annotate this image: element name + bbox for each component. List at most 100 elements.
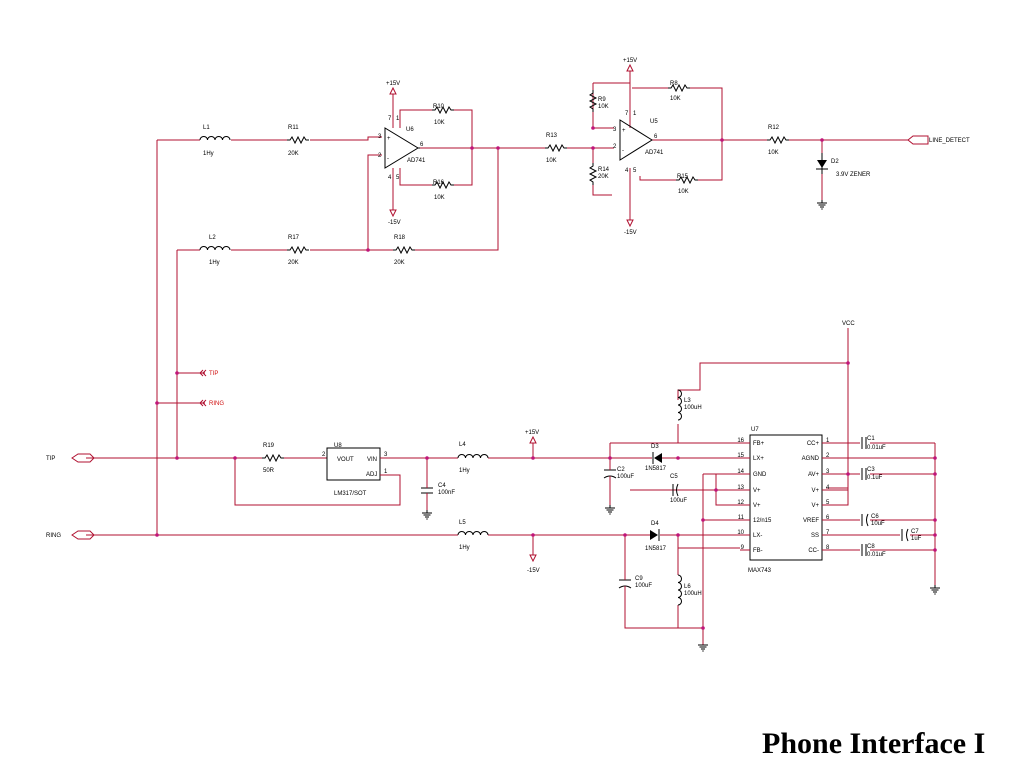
u7-pin-number: 11 xyxy=(738,515,745,521)
svg-text:R10: R10 xyxy=(433,104,445,110)
svg-text:R12: R12 xyxy=(768,125,780,131)
svg-text:L2: L2 xyxy=(209,235,216,241)
svg-text:MAX743: MAX743 xyxy=(748,568,772,574)
svg-text:10K: 10K xyxy=(670,96,681,102)
svg-text:100nF: 100nF xyxy=(438,490,455,496)
svg-text:LINE_DETECT: LINE_DETECT xyxy=(929,138,970,144)
resistor-r18: R18 20K xyxy=(392,235,416,266)
u7-pin-name: V+ xyxy=(753,503,761,509)
svg-text:0.1uF: 0.1uF xyxy=(867,475,883,481)
capacitor-c6: C6 10uF xyxy=(861,513,885,527)
svg-text:C8: C8 xyxy=(867,544,875,550)
u7-pin-number: 3 xyxy=(826,469,830,475)
svg-text:+: + xyxy=(622,128,626,134)
diode-d3: D3 1N5817 xyxy=(645,444,667,472)
svg-text:20K: 20K xyxy=(598,174,609,180)
rail-neg15-ring: -15V xyxy=(527,554,540,574)
svg-text:L4: L4 xyxy=(459,442,466,448)
svg-text:L5: L5 xyxy=(459,520,466,526)
capacitor-c3: C3 0.1uF xyxy=(861,467,883,481)
capacitor-c2: C2 100uF xyxy=(603,467,634,480)
svg-text:4: 4 xyxy=(625,168,629,174)
svg-text:TIP: TIP xyxy=(209,371,218,377)
svg-text:C6: C6 xyxy=(871,514,879,520)
svg-text:AD741: AD741 xyxy=(407,158,426,164)
rail-neg15-u5: -15V xyxy=(624,219,637,236)
capacitor-c8: C8 0.01uF xyxy=(861,544,886,558)
resistor-r11: R11 20K xyxy=(286,125,310,157)
u7-pin-name: 12/n15 xyxy=(753,518,772,524)
u7-pin-number: 1 xyxy=(826,438,830,444)
svg-text:1: 1 xyxy=(633,111,637,117)
svg-text:2: 2 xyxy=(322,452,326,458)
svg-text:ADJ: ADJ xyxy=(366,472,377,478)
svg-text:C9: C9 xyxy=(635,576,643,582)
inductor-l3: L3 100uH xyxy=(677,389,702,421)
rail-pos15-u5: +15V xyxy=(623,58,637,72)
svg-text:U6: U6 xyxy=(406,127,414,133)
svg-text:+: + xyxy=(387,136,391,142)
u7-pin-number: 5 xyxy=(826,500,830,506)
inductor-l5: L5 1Hy xyxy=(457,520,489,551)
svg-text:C3: C3 xyxy=(867,467,875,473)
svg-text:1uF: 1uF xyxy=(911,536,922,542)
u7-pin-name: V+ xyxy=(753,488,761,494)
zener-d2: D2 3.9V ZENER xyxy=(816,153,871,178)
capacitor-c9: C9 100uF xyxy=(618,576,652,590)
svg-text:1N5817: 1N5817 xyxy=(645,466,667,472)
svg-text:L1: L1 xyxy=(203,125,210,131)
svg-text:10uF: 10uF xyxy=(871,521,885,527)
port-tip-out: TIP xyxy=(199,369,218,377)
svg-text:3: 3 xyxy=(378,134,382,140)
svg-text:D4: D4 xyxy=(651,521,659,527)
resistor-r19: R19 50R xyxy=(261,443,285,474)
svg-text:10K: 10K xyxy=(598,104,609,110)
u7-pin-name: V+ xyxy=(811,488,819,494)
u7-left-leads xyxy=(740,442,750,551)
svg-text:L6: L6 xyxy=(684,584,691,590)
svg-text:0.01uF: 0.01uF xyxy=(867,552,886,558)
capacitor-c1: C1 0.01uF xyxy=(861,436,886,451)
u7-pin-name: LX- xyxy=(753,533,762,539)
svg-text:-: - xyxy=(622,148,624,154)
port-ring-in: RING xyxy=(46,530,95,540)
capacitor-c4: C4 100nF xyxy=(421,483,455,497)
svg-text:R11: R11 xyxy=(288,125,299,131)
svg-text:-: - xyxy=(387,156,389,162)
svg-text:D3: D3 xyxy=(651,444,659,450)
u7-pin-number: 16 xyxy=(737,438,744,444)
svg-text:+15V: +15V xyxy=(525,430,539,436)
u7-right-leads xyxy=(822,442,826,551)
svg-text:VOUT: VOUT xyxy=(337,457,354,463)
resistor-r8: R8 10K xyxy=(667,81,691,102)
svg-text:C2: C2 xyxy=(617,467,625,473)
rail-pos15-u6: +15V xyxy=(386,81,400,95)
svg-text:R17: R17 xyxy=(288,235,300,241)
svg-text:4: 4 xyxy=(388,175,392,181)
u7-pin-number: 9 xyxy=(741,545,745,551)
svg-text:3.9V ZENER: 3.9V ZENER xyxy=(836,172,871,178)
svg-text:100uH: 100uH xyxy=(684,591,702,597)
svg-text:10K: 10K xyxy=(434,120,445,126)
resistor-r10: R10 10K xyxy=(431,104,455,126)
inductor-l1: L1 1Hy xyxy=(199,125,231,157)
svg-text:2: 2 xyxy=(378,153,382,159)
svg-text:10K: 10K xyxy=(434,195,445,201)
svg-text:6: 6 xyxy=(420,142,424,148)
resistor-r9: R9 10K xyxy=(589,89,609,113)
svg-text:100uF: 100uF xyxy=(635,583,652,589)
svg-text:7: 7 xyxy=(388,116,392,122)
svg-text:3: 3 xyxy=(384,452,388,458)
svg-text:L3: L3 xyxy=(684,398,691,404)
svg-text:1: 1 xyxy=(396,116,400,122)
u7-pin-number: 15 xyxy=(737,453,744,459)
svg-text:20K: 20K xyxy=(288,260,299,266)
ground-c4 xyxy=(421,510,433,520)
ground-c2 xyxy=(604,505,616,515)
svg-text:R13: R13 xyxy=(546,133,558,139)
resistor-r16: R16 10K xyxy=(431,180,455,201)
svg-text:3: 3 xyxy=(613,127,617,133)
svg-text:U5: U5 xyxy=(650,119,658,125)
svg-text:100uH: 100uH xyxy=(684,405,702,411)
